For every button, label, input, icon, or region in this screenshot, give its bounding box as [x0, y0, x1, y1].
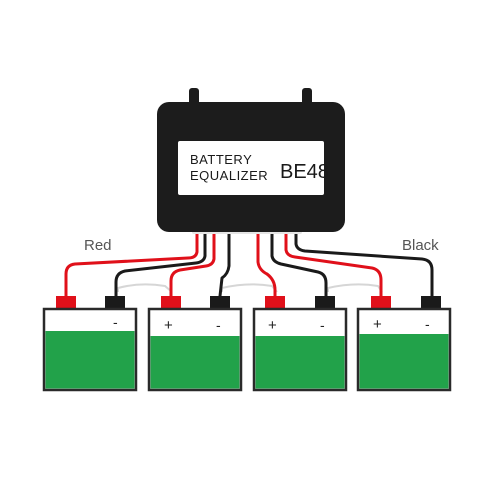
battery-2: + - — [147, 296, 243, 392]
wire-label-black: Black — [402, 237, 439, 254]
wire-black-battery-2 — [218, 230, 231, 298]
link-wire-3 — [327, 283, 383, 293]
battery-positive-mark: + — [373, 316, 382, 333]
battery-positive-terminal — [265, 296, 285, 308]
battery-charge-fill — [150, 336, 240, 389]
series-link-wires — [117, 283, 383, 293]
battery-charge-fill — [359, 334, 449, 389]
battery-negative-mark: - — [425, 316, 430, 332]
link-wire-2 — [221, 283, 278, 293]
device-label-line1: BATTERY — [190, 152, 252, 167]
battery-1: - — [42, 296, 138, 392]
equalizer-wires — [64, 230, 434, 298]
battery-positive-terminal — [371, 296, 391, 308]
wire-black-battery-4 — [294, 230, 434, 298]
wire-black-battery-1 — [114, 230, 207, 298]
battery-negative-mark: - — [113, 314, 118, 330]
battery-negative-terminal — [421, 296, 441, 308]
battery-negative-terminal — [315, 296, 335, 308]
battery-4: + - — [356, 296, 452, 392]
wire-red-battery-1 — [64, 230, 199, 298]
wire-red-battery-4 — [284, 230, 383, 298]
wire-black-battery-3 — [270, 230, 328, 298]
battery-charge-fill — [255, 336, 345, 389]
battery-negative-terminal — [105, 296, 125, 308]
wire-label-red: Red — [84, 237, 112, 254]
batteries: - + - + - + - — [42, 296, 452, 392]
wire-red-battery-3 — [256, 230, 277, 298]
link-wire-1 — [117, 283, 173, 293]
battery-positive-mark: + — [268, 317, 277, 334]
battery-negative-mark: - — [320, 317, 325, 333]
battery-negative-mark: - — [216, 317, 221, 333]
battery-negative-terminal — [210, 296, 230, 308]
battery-3: + - — [252, 296, 348, 392]
battery-charge-fill — [45, 331, 135, 389]
battery-positive-terminal — [161, 296, 181, 308]
equalizer-device: BATTERY EQUALIZER BE48 — [157, 88, 345, 232]
wire-red-battery-2 — [169, 230, 216, 298]
battery-positive-mark: + — [164, 317, 173, 334]
device-label-plate — [178, 141, 324, 195]
device-label-line2: EQUALIZER — [190, 168, 268, 183]
device-model: BE48 — [280, 161, 329, 183]
battery-positive-terminal — [56, 296, 76, 308]
